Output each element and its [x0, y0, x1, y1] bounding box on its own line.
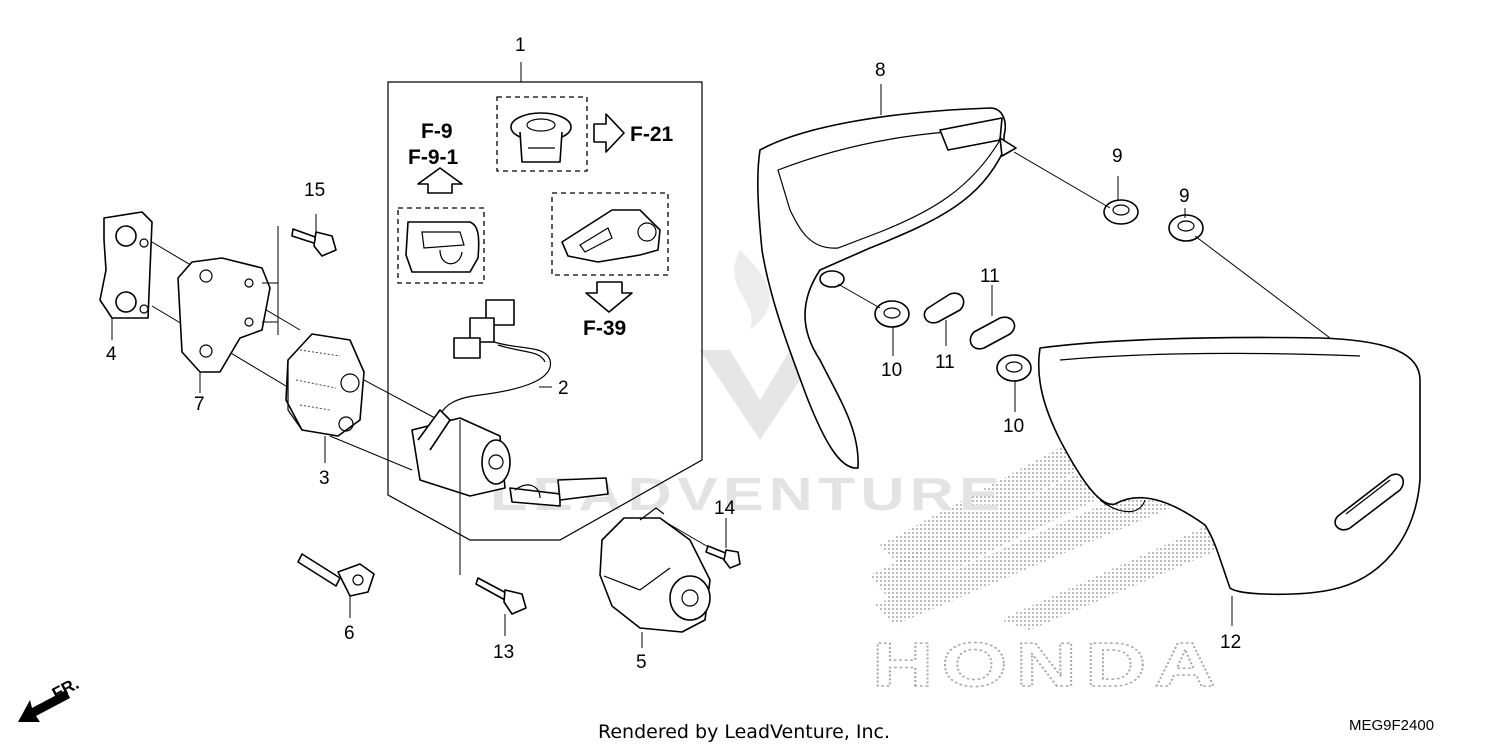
callout-5: 5 [636, 652, 647, 673]
callout-numbers: 1 2 3 4 5 6 7 8 9 9 10 10 11 11 12 13 14… [106, 35, 1241, 673]
honda-logo-text: HONDA [872, 631, 1224, 700]
callout-11a: 11 [980, 266, 1000, 287]
reference-f9[interactable]: F-9 [421, 120, 453, 143]
part-group-1-outline [387, 62, 703, 541]
callout-4: 4 [106, 344, 117, 365]
bolt-part-13 [459, 420, 527, 615]
grommet-10b [996, 354, 1032, 382]
callout-7: 7 [194, 394, 205, 415]
ref-box-holder [551, 192, 669, 276]
reference-f39[interactable]: F-39 [583, 317, 626, 340]
lock-cover-part-5 [599, 507, 711, 633]
plate-part-7 [177, 226, 279, 373]
diagram-code: MEG9F2400 [1349, 717, 1434, 734]
front-arrow-icon: FR. [18, 674, 82, 722]
footer-credit: Rendered by LeadVenture, Inc. [598, 721, 890, 743]
arrow-right-icon [593, 113, 625, 153]
switch-assembly-part-2 [411, 299, 609, 507]
rubber-mount-part-3 [285, 333, 436, 471]
grommet-9b [1168, 214, 1204, 242]
leader-lines [111, 84, 1331, 648]
callout-10a: 10 [881, 360, 902, 381]
callout-1: 1 [515, 35, 526, 56]
callout-9a: 9 [1112, 146, 1123, 167]
grommet-9a [1103, 199, 1139, 225]
grommet-11b [969, 316, 1016, 350]
bolt-part-15 [291, 228, 337, 257]
key-part-6 [297, 553, 375, 597]
ref-box-clip [496, 96, 588, 172]
callout-10b: 10 [1003, 416, 1024, 437]
callout-2: 2 [558, 378, 569, 399]
bracket-part-4 [99, 211, 301, 393]
side-cover-left-part-8 [757, 107, 1017, 469]
callout-9b: 9 [1179, 186, 1190, 207]
callout-3: 3 [319, 468, 330, 489]
callout-11b: 11 [935, 352, 955, 373]
reference-f9-1[interactable]: F-9-1 [408, 146, 458, 169]
cover-part [405, 221, 480, 273]
grommet-11a [923, 292, 965, 324]
screw-part-14 [661, 519, 741, 569]
callout-15: 15 [304, 180, 325, 201]
callout-13: 13 [493, 642, 514, 663]
reference-f21[interactable]: F-21 [630, 123, 674, 146]
grommet-10a [874, 300, 910, 328]
arrow-up-icon [417, 167, 463, 194]
holder-part [561, 209, 661, 263]
callout-14: 14 [714, 498, 736, 519]
side-cover-right-part-12 [1037, 336, 1421, 596]
callout-6: 6 [344, 623, 355, 644]
arrow-down-icon [585, 281, 633, 313]
callout-8: 8 [875, 60, 886, 81]
clip-part [510, 112, 572, 163]
callout-12: 12 [1220, 632, 1241, 653]
